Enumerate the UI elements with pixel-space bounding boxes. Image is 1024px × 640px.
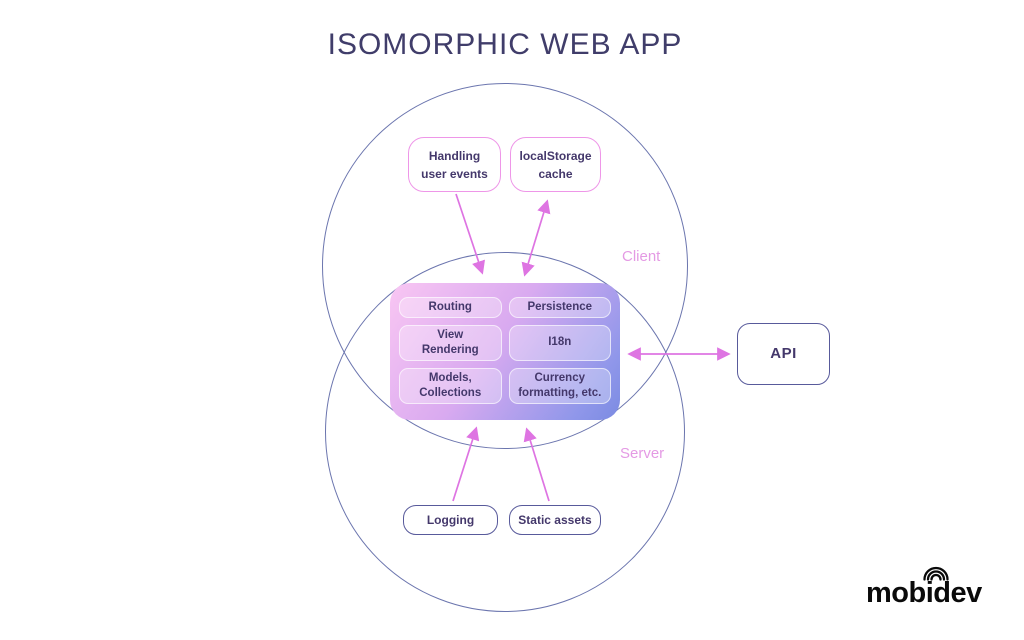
node-handling-user-events: Handling user events [408,137,501,192]
shared-modules-box: Routing Persistence View Rendering I18n … [390,283,620,420]
node-label: localStorage cache [519,148,592,181]
logo-waves-icon [923,566,949,581]
server-region-label: Server [620,445,665,462]
module-routing: Routing [399,297,502,318]
page-title: ISOMORPHIC WEB APP [327,28,683,61]
node-label: Handling user events [421,148,488,181]
module-label: Models, Collections [419,371,482,399]
module-label: Routing [428,301,472,313]
module-label: View Rendering [421,328,479,356]
module-label: I18n [548,336,572,349]
node-static-assets: Static assets [509,505,601,535]
module-currency-formatting: Currency formatting, etc. [508,367,611,404]
node-logging: Logging [403,505,498,535]
node-localstorage-cache: localStorage cache [510,137,601,192]
mobidev-logo: mobidev [866,566,1016,612]
module-i18n: I18n [508,324,611,361]
node-label: Static assets [518,513,592,527]
module-models-collections: Models, Collections [399,367,502,404]
client-region-label: Client [622,248,661,265]
module-view-rendering: View Rendering [399,324,502,361]
node-label: API [770,344,797,362]
module-label: Persistence [527,301,593,313]
logo-text: mobidev [866,577,982,609]
server-circle [325,252,685,612]
node-api: API [737,323,830,385]
module-persistence: Persistence [508,297,611,318]
module-label: Currency formatting, etc. [518,371,602,399]
node-label: Logging [426,513,475,527]
